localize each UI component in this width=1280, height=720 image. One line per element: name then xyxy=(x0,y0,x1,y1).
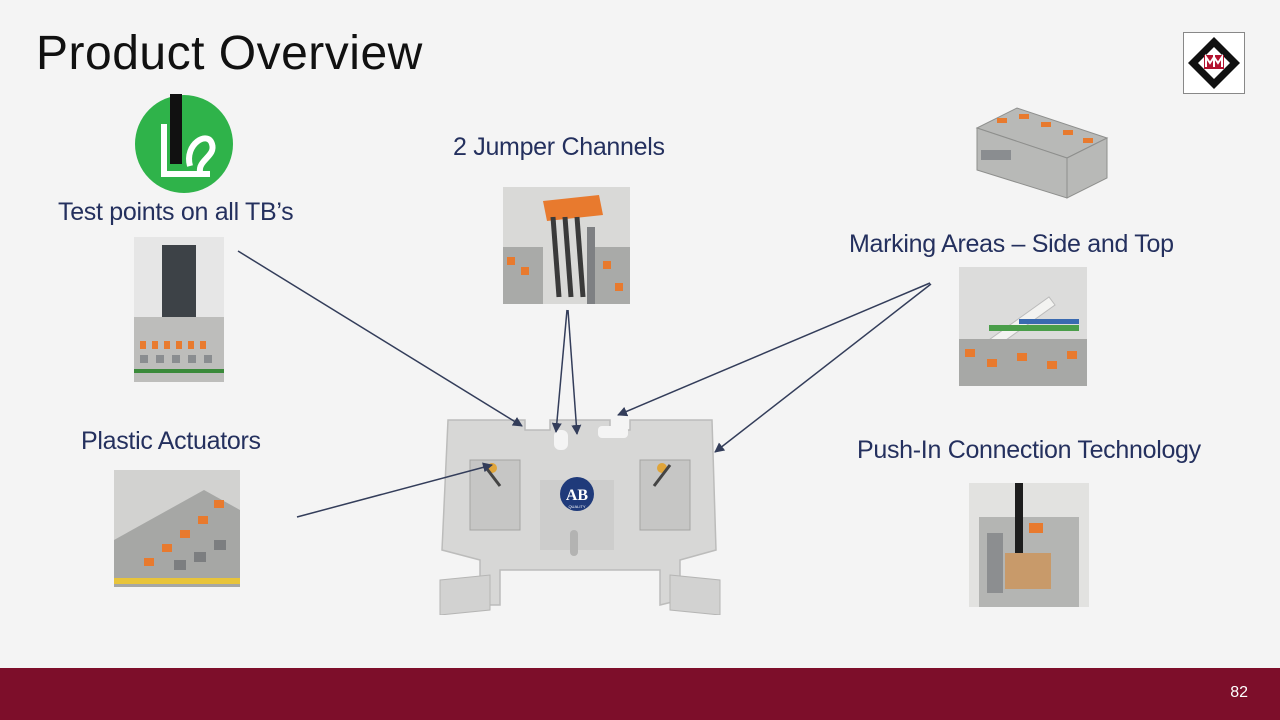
terminal-block-image: AB QUALITY xyxy=(430,410,730,620)
company-logo-icon xyxy=(1183,32,1245,94)
actuator-arrow xyxy=(296,462,493,518)
test-point-icon xyxy=(134,94,234,194)
marking-areas-caption: Marking Areas – Side and Top xyxy=(849,230,1174,258)
jumper-channels-caption: 2 Jumper Channels xyxy=(453,133,665,161)
ab-badge: AB xyxy=(566,487,589,504)
test-points-arrow xyxy=(237,250,523,427)
jumper-arrow-right xyxy=(567,309,582,435)
test-points-photo xyxy=(134,237,224,382)
marking-areas-photo xyxy=(959,267,1087,386)
marking-arrow-side xyxy=(714,283,932,453)
jumper-arrow-left xyxy=(551,309,568,433)
test-points-caption: Test points on all TB’s xyxy=(58,198,294,226)
marking-arrow-top xyxy=(617,282,931,417)
jumper-channels-photo xyxy=(503,187,630,304)
page-title: Product Overview xyxy=(36,27,423,80)
footer-bar: 82 xyxy=(0,668,1280,720)
push-in-caption: Push-In Connection Technology xyxy=(857,436,1201,464)
push-in-photo xyxy=(969,483,1089,607)
plastic-actuators-caption: Plastic Actuators xyxy=(81,427,261,455)
marking-areas-top-photo xyxy=(957,98,1109,208)
ab-badge-subtext: QUALITY xyxy=(568,504,585,509)
page-number: 82 xyxy=(1230,684,1248,701)
plastic-actuators-photo xyxy=(114,470,240,587)
